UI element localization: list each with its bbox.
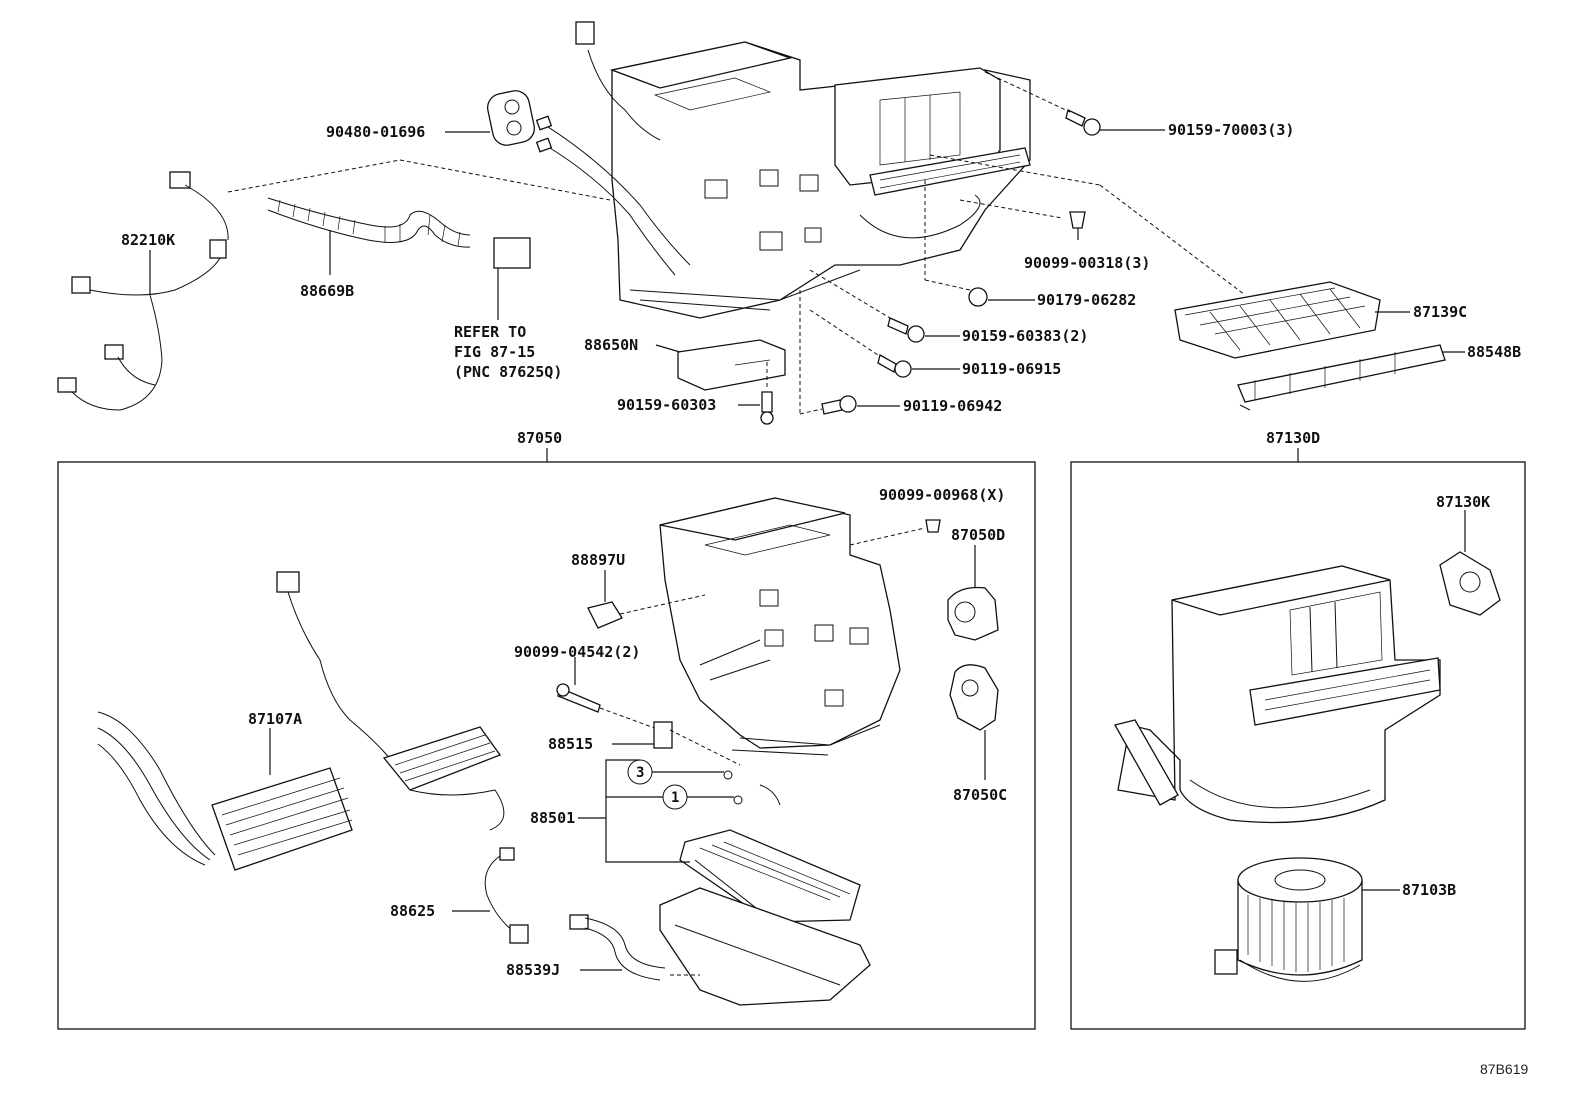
label-87050c: 87050C (953, 786, 1007, 804)
bolt-90159-60383 (887, 317, 925, 343)
label-88501: 88501 (530, 809, 575, 827)
label-88539j: 88539J (506, 961, 560, 979)
label-90179-06282: 90179-06282 (1037, 291, 1136, 309)
nut-90179-06282 (968, 287, 988, 307)
filter-cover-88548b (1237, 344, 1446, 411)
label-87130d: 87130D (1266, 429, 1320, 447)
label-88650n: 88650N (584, 336, 638, 354)
callout-1: 1 (671, 790, 679, 806)
screw-90099-00968 (925, 519, 941, 533)
label-87139c: 87139C (1413, 303, 1467, 321)
servo-motor-87050c (949, 664, 999, 731)
top-hvac-assembly (535, 21, 1031, 319)
lower-case (659, 887, 871, 1006)
sensor-88625 (484, 847, 529, 944)
inner-hvac-unit (659, 497, 901, 756)
label-90119-06915: 90119-06915 (962, 360, 1061, 378)
group-box-87050 (57, 461, 1036, 1030)
label-88548b: 88548B (1467, 343, 1521, 361)
refer-line1: REFER TO (454, 323, 526, 341)
servo-motor-87130k (1439, 551, 1501, 616)
amplifier-88650n (677, 339, 786, 391)
heater-harness (276, 571, 505, 831)
blower-motor-87103b (1214, 857, 1363, 982)
screw-90099-00318 (1069, 211, 1086, 229)
bolt-90099-04542 (556, 683, 601, 713)
callout-3: 3 (636, 765, 644, 781)
label-88515: 88515 (548, 735, 593, 753)
label-90099-00318: 90099-00318(3) (1024, 254, 1150, 272)
heater-core-87107a (97, 711, 353, 871)
refer-line3: (PNC 87625Q) (454, 363, 562, 381)
label-87130k: 87130K (1436, 493, 1490, 511)
sensor-88897u (587, 601, 623, 629)
group-box-87130d (1070, 461, 1526, 1030)
label-82210k: 82210K (121, 231, 175, 249)
label-90159-70003: 90159-70003(3) (1168, 121, 1294, 139)
bolt-part (1065, 109, 1101, 136)
bolt-90119-06915 (877, 354, 912, 378)
drain-hose-88669b (267, 197, 471, 248)
screw-90159-60303 (760, 391, 774, 425)
label-90099-00968: 90099-00968(X) (879, 486, 1005, 504)
label-87107a: 87107A (248, 710, 302, 728)
figure-code: 87B619 (1480, 1061, 1528, 1077)
bolt-90119-06942 (821, 395, 857, 415)
wire-harness-82210k (57, 171, 229, 411)
label-90159-60303: 90159-60303 (617, 396, 716, 414)
label-90159-60383: 90159-60383(2) (962, 327, 1088, 345)
label-88897u: 88897U (571, 551, 625, 569)
servo-motor-87050d (947, 586, 999, 641)
label-90480-01696: 90480-01696 (326, 123, 425, 141)
air-filter-87139c (1174, 281, 1381, 359)
connector-part (493, 237, 531, 269)
drain-hose-88539j (569, 914, 700, 981)
label-88669b: 88669B (300, 282, 354, 300)
label-87050d: 87050D (951, 526, 1005, 544)
grommet-part (487, 90, 535, 146)
refer-line2: FIG 87-15 (454, 343, 535, 361)
blower-unit (1114, 565, 1441, 824)
label-88625: 88625 (390, 902, 435, 920)
label-87103b: 87103B (1402, 881, 1456, 899)
label-87050: 87050 (517, 429, 562, 447)
label-90099-04542: 90099-04542(2) (514, 643, 640, 661)
label-90119-06942: 90119-06942 (903, 397, 1002, 415)
expansion-valve-88515 (653, 721, 673, 749)
evaporator-88501 (679, 770, 861, 923)
